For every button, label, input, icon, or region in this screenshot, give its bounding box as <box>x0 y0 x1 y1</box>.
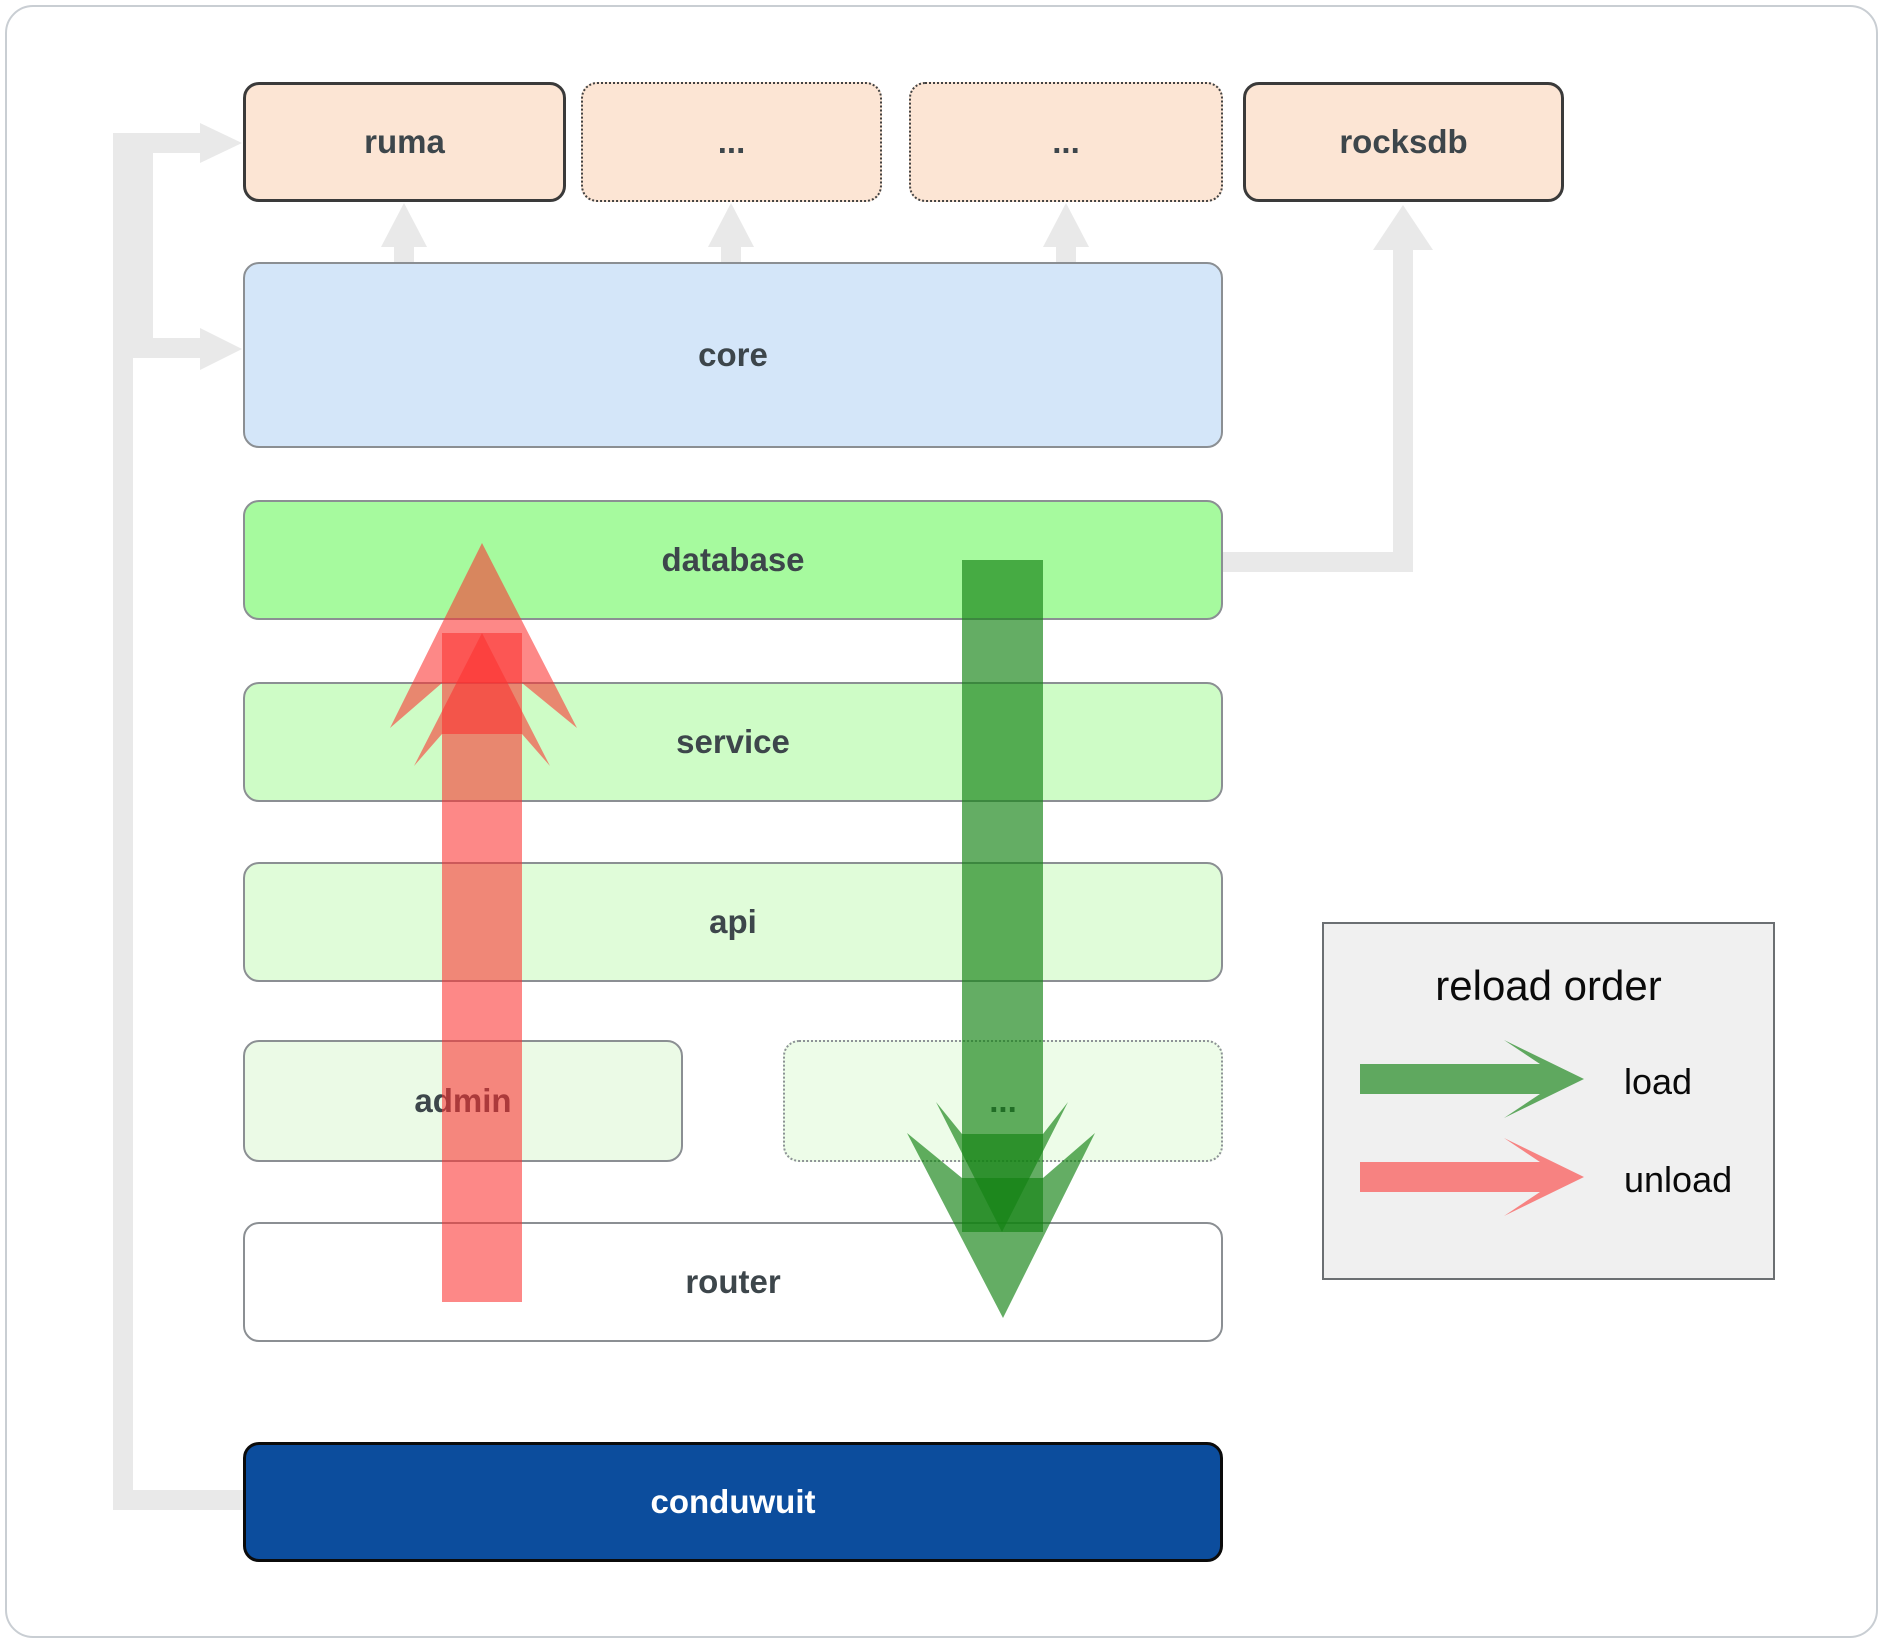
legend-title: reload order <box>1435 962 1662 1009</box>
node-conduwuit: conduwuit <box>243 1442 1223 1562</box>
legend-load-arrow-icon <box>1360 1040 1584 1118</box>
legend-label-unload: unload <box>1624 1159 1733 1200</box>
node-ruma: ruma <box>243 82 566 202</box>
node-rocksdb: rocksdb <box>1243 82 1564 202</box>
legend-unload-arrow-icon <box>1360 1138 1584 1216</box>
node-admin: admin <box>243 1040 683 1162</box>
node-database: database <box>243 500 1223 620</box>
node-router: router <box>243 1222 1223 1342</box>
node-ellipsis-2: ... <box>909 82 1223 202</box>
legend-label-load: load <box>1624 1061 1693 1102</box>
legend: reload order load unload <box>1322 922 1775 1280</box>
outer-frame <box>5 5 1878 1638</box>
node-admin-ellipsis: ... <box>783 1040 1223 1162</box>
node-core: core <box>243 262 1223 448</box>
node-api: api <box>243 862 1223 982</box>
node-service: service <box>243 682 1223 802</box>
node-ellipsis-1: ... <box>581 82 882 202</box>
